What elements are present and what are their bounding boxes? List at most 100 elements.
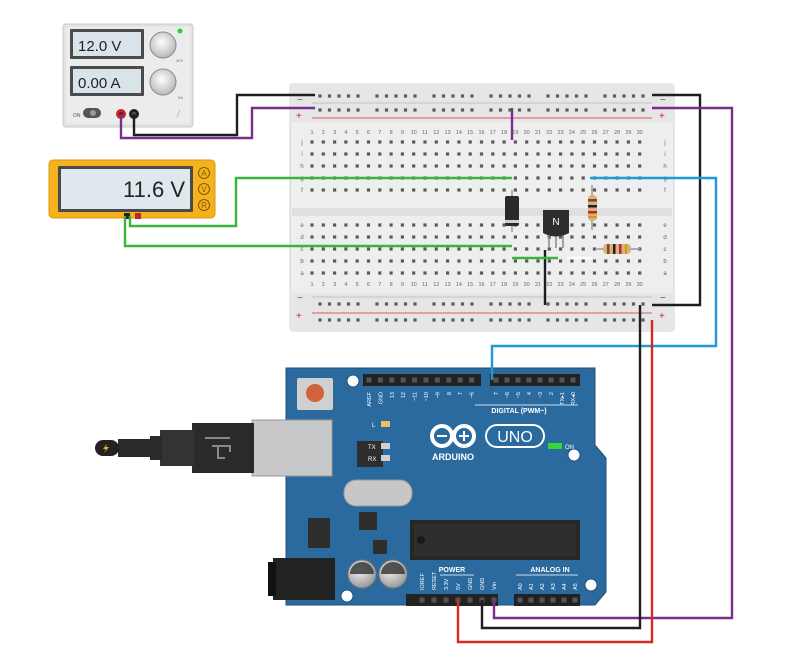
breadboard-hole[interactable] xyxy=(355,271,359,275)
breadboard-hole[interactable] xyxy=(400,259,404,263)
digital-pin[interactable] xyxy=(515,377,521,383)
breadboard-hole[interactable] xyxy=(310,235,314,239)
breadboard-hole[interactable] xyxy=(310,247,314,251)
rail-hole[interactable] xyxy=(356,302,360,306)
breadboard-hole[interactable] xyxy=(559,140,563,144)
rail-hole[interactable] xyxy=(413,318,417,322)
rail-hole[interactable] xyxy=(337,94,341,98)
wire-vin[interactable] xyxy=(492,106,734,620)
breadboard-hole[interactable] xyxy=(389,164,393,168)
breadboard-hole[interactable] xyxy=(570,223,574,227)
breadboard-hole[interactable] xyxy=(400,235,404,239)
rail-hole[interactable] xyxy=(498,94,503,98)
wire-psu-positive[interactable] xyxy=(119,106,315,140)
rail-hole[interactable] xyxy=(470,318,474,322)
rail-hole[interactable] xyxy=(441,108,446,112)
digital-pin[interactable] xyxy=(400,377,406,383)
breadboard-hole[interactable] xyxy=(423,271,427,275)
breadboard-hole[interactable] xyxy=(491,152,495,156)
digital-pin[interactable] xyxy=(377,377,383,383)
rail-hole[interactable] xyxy=(641,94,645,98)
rail-hole[interactable] xyxy=(574,108,579,112)
breadboard-hole[interactable] xyxy=(626,140,630,144)
breadboard-hole[interactable] xyxy=(559,152,563,156)
rail-hole[interactable] xyxy=(318,94,322,98)
breadboard-hole[interactable] xyxy=(615,164,619,168)
breadboard-hole[interactable] xyxy=(344,152,348,156)
rail-hole[interactable] xyxy=(565,318,569,322)
digital-pin[interactable] xyxy=(469,377,475,383)
breadboard-hole[interactable] xyxy=(333,235,337,239)
breadboard-hole[interactable] xyxy=(389,223,393,227)
rail-hole[interactable] xyxy=(498,302,503,306)
rail-hole[interactable] xyxy=(584,94,588,98)
breadboard-hole[interactable] xyxy=(423,188,427,192)
breadboard-hole[interactable] xyxy=(333,259,337,263)
rail-hole[interactable] xyxy=(546,318,550,322)
breadboard-hole[interactable] xyxy=(615,140,619,144)
header-pins[interactable] xyxy=(366,377,578,603)
breadboard-hole[interactable] xyxy=(468,223,472,227)
breadboard-hole[interactable] xyxy=(434,223,438,227)
breadboard-hole[interactable] xyxy=(355,164,359,168)
rail-hole[interactable] xyxy=(384,108,389,112)
breadboard-hole[interactable] xyxy=(536,271,540,275)
breadboard-hole[interactable] xyxy=(400,152,404,156)
rail-hole[interactable] xyxy=(546,94,550,98)
rail-hole[interactable] xyxy=(489,108,493,112)
rail-hole[interactable] xyxy=(498,108,503,112)
breadboard-hole[interactable] xyxy=(310,188,314,192)
rail-hole[interactable] xyxy=(451,318,455,322)
breadboard-hole[interactable] xyxy=(344,223,348,227)
rail-hole[interactable] xyxy=(394,302,398,306)
rail-hole[interactable] xyxy=(584,108,588,112)
breadboard-hole[interactable] xyxy=(502,259,506,263)
breadboard-hole[interactable] xyxy=(638,140,642,144)
rail-hole[interactable] xyxy=(394,94,398,98)
wire-psu-negative[interactable] xyxy=(132,93,315,137)
breadboard-hole[interactable] xyxy=(446,152,450,156)
rail-hole[interactable] xyxy=(631,94,636,98)
rail-hole[interactable] xyxy=(631,108,636,112)
rail-hole[interactable] xyxy=(356,318,360,322)
breadboard-hole[interactable] xyxy=(626,223,630,227)
breadboard-hole[interactable] xyxy=(423,152,427,156)
breadboard-hole[interactable] xyxy=(333,188,337,192)
breadboard-hole[interactable] xyxy=(378,140,382,144)
breadboard-hole[interactable] xyxy=(378,223,382,227)
breadboard-hole[interactable] xyxy=(468,164,472,168)
rail-hole[interactable] xyxy=(508,108,512,112)
rail-hole[interactable] xyxy=(451,94,455,98)
wire-gnd[interactable] xyxy=(480,305,642,630)
breadboard-hole[interactable] xyxy=(502,271,506,275)
breadboard-hole[interactable] xyxy=(434,247,438,251)
rail-hole[interactable] xyxy=(641,108,645,112)
rail-hole[interactable] xyxy=(432,302,436,306)
rail-hole[interactable] xyxy=(460,108,465,112)
breadboard-hole[interactable] xyxy=(412,188,416,192)
breadboard-hole[interactable] xyxy=(344,188,348,192)
rail-hole[interactable] xyxy=(631,318,636,322)
breadboard-hole[interactable] xyxy=(468,140,472,144)
mode-button-v[interactable]: V xyxy=(198,183,210,195)
breadboard-hole[interactable] xyxy=(366,259,371,263)
breadboard-hole[interactable] xyxy=(479,259,484,263)
breadboard-hole[interactable] xyxy=(344,259,348,263)
digital-pin[interactable] xyxy=(570,377,576,383)
analog-pin[interactable] xyxy=(539,597,545,603)
breadboard-hole[interactable] xyxy=(502,247,506,251)
breadboard-hole[interactable] xyxy=(389,140,393,144)
breadboard-hole[interactable] xyxy=(423,259,427,263)
rail-hole[interactable] xyxy=(460,302,465,306)
breadboard-hole[interactable] xyxy=(513,247,517,251)
digital-pin[interactable] xyxy=(366,377,372,383)
breadboard-hole[interactable] xyxy=(570,235,574,239)
breadboard-hole[interactable] xyxy=(547,271,551,275)
rail-hole[interactable] xyxy=(498,318,503,322)
digital-pin[interactable] xyxy=(423,377,429,383)
breadboard-hole[interactable] xyxy=(570,164,574,168)
rail-hole[interactable] xyxy=(527,108,531,112)
digital-header-left[interactable] xyxy=(363,374,481,386)
breadboard-hole[interactable] xyxy=(457,164,461,168)
